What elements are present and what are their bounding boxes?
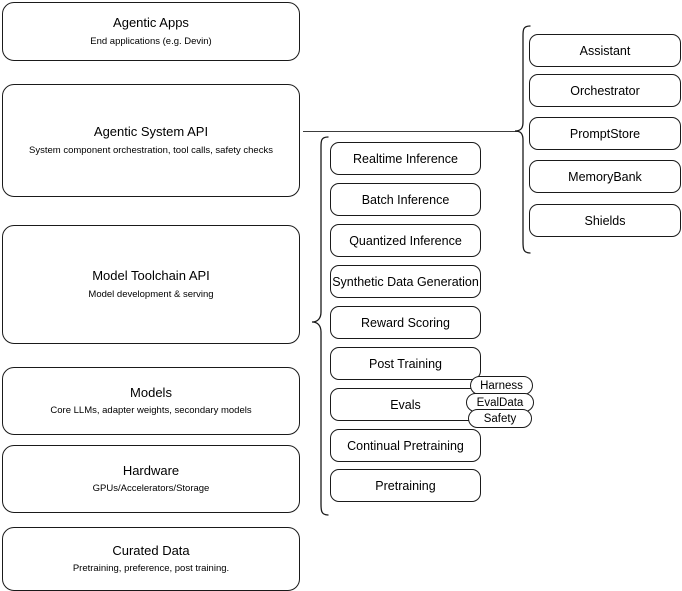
component-label: MemoryBank xyxy=(568,169,642,184)
layer-agentic-system-api[interactable]: Agentic System API System component orch… xyxy=(2,84,300,197)
badge-label: EvalData xyxy=(476,396,524,409)
component-assistant[interactable]: Assistant xyxy=(529,34,681,67)
layer-title: Models xyxy=(130,384,172,400)
badge-harness[interactable]: Harness xyxy=(470,376,533,395)
component-label: Evals xyxy=(390,397,421,412)
system-api-connector-line xyxy=(303,131,518,133)
layer-title: Curated Data xyxy=(112,542,190,558)
badge-safety[interactable]: Safety xyxy=(468,409,532,428)
layer-curated-data[interactable]: Curated Data Pretraining, preference, po… xyxy=(2,527,300,591)
badge-evaldata[interactable]: EvalData xyxy=(466,393,534,412)
layer-hardware[interactable]: Hardware GPUs/Accelerators/Storage xyxy=(2,445,300,513)
layer-title: Hardware xyxy=(122,462,180,478)
component-batch-inference[interactable]: Batch Inference xyxy=(330,183,481,216)
component-promptstore[interactable]: PromptStore xyxy=(529,117,681,150)
component-evals[interactable]: Evals xyxy=(330,388,481,421)
layer-subtitle: Model development & serving xyxy=(88,288,214,300)
layer-model-toolchain-api[interactable]: Model Toolchain API Model development & … xyxy=(2,225,300,344)
layer-subtitle: Core LLMs, adapter weights, secondary mo… xyxy=(50,405,252,417)
component-post-training[interactable]: Post Training xyxy=(330,347,481,380)
component-reward-scoring[interactable]: Reward Scoring xyxy=(330,306,481,339)
component-shields[interactable]: Shields xyxy=(529,204,681,237)
toolchain-components-brace xyxy=(311,136,329,516)
component-label: PromptStore xyxy=(569,126,641,141)
component-quantized-inference[interactable]: Quantized Inference xyxy=(330,224,481,257)
layer-agentic-apps[interactable]: Agentic Apps End applications (e.g. Devi… xyxy=(2,2,300,61)
component-label: Orchestrator xyxy=(570,83,640,98)
layer-models[interactable]: Models Core LLMs, adapter weights, secon… xyxy=(2,367,300,435)
component-label: Synthetic Data Generation xyxy=(332,274,479,289)
component-label: Assistant xyxy=(579,43,631,58)
component-label: Pretraining xyxy=(375,478,436,493)
component-pretraining[interactable]: Pretraining xyxy=(330,469,481,502)
component-memorybank[interactable]: MemoryBank xyxy=(529,160,681,193)
component-label: Reward Scoring xyxy=(361,315,450,330)
layer-title: Agentic System API xyxy=(93,124,209,140)
component-label: Quantized Inference xyxy=(349,233,462,248)
component-synthetic-data-generation[interactable]: Synthetic Data Generation xyxy=(330,265,481,298)
component-label: Batch Inference xyxy=(361,192,450,207)
layer-subtitle: System component orchestration, tool cal… xyxy=(29,144,273,156)
component-label: Realtime Inference xyxy=(353,151,458,166)
component-label: Shields xyxy=(584,213,626,228)
component-label: Post Training xyxy=(369,356,442,371)
component-orchestrator[interactable]: Orchestrator xyxy=(529,74,681,107)
layer-subtitle: End applications (e.g. Devin) xyxy=(90,35,212,47)
layer-subtitle: Pretraining, preference, post training. xyxy=(72,563,230,575)
component-continual-pretraining[interactable]: Continual Pretraining xyxy=(330,429,481,462)
badge-label: Harness xyxy=(480,379,523,392)
layer-subtitle: GPUs/Accelerators/Storage xyxy=(92,483,210,495)
component-label: Continual Pretraining xyxy=(347,438,464,453)
layer-title: Model Toolchain API xyxy=(92,268,210,284)
badge-label: Safety xyxy=(483,412,517,425)
layer-title: Agentic Apps xyxy=(113,15,189,31)
component-realtime-inference[interactable]: Realtime Inference xyxy=(330,142,481,175)
